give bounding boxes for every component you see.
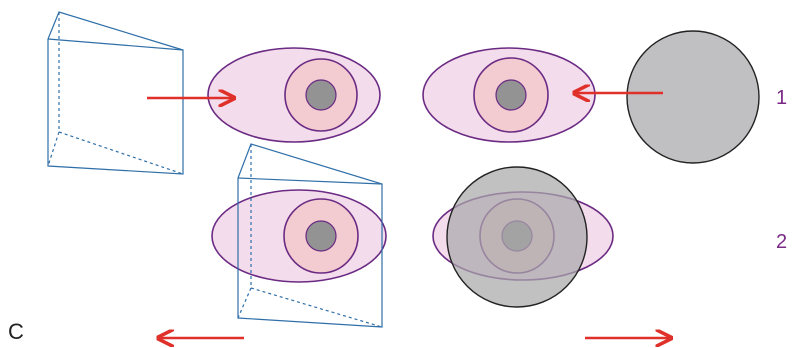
eye-icon xyxy=(422,47,596,143)
prism-icon xyxy=(237,143,383,328)
eye-icon xyxy=(211,189,387,283)
occluder-icon xyxy=(446,166,588,308)
prism-icon xyxy=(47,11,184,175)
row-label-2: 2 xyxy=(776,231,788,253)
row-label-1: 1 xyxy=(776,87,788,109)
panel-label: C xyxy=(8,319,24,344)
eye-icon xyxy=(207,47,381,143)
occluder-icon xyxy=(626,30,760,164)
